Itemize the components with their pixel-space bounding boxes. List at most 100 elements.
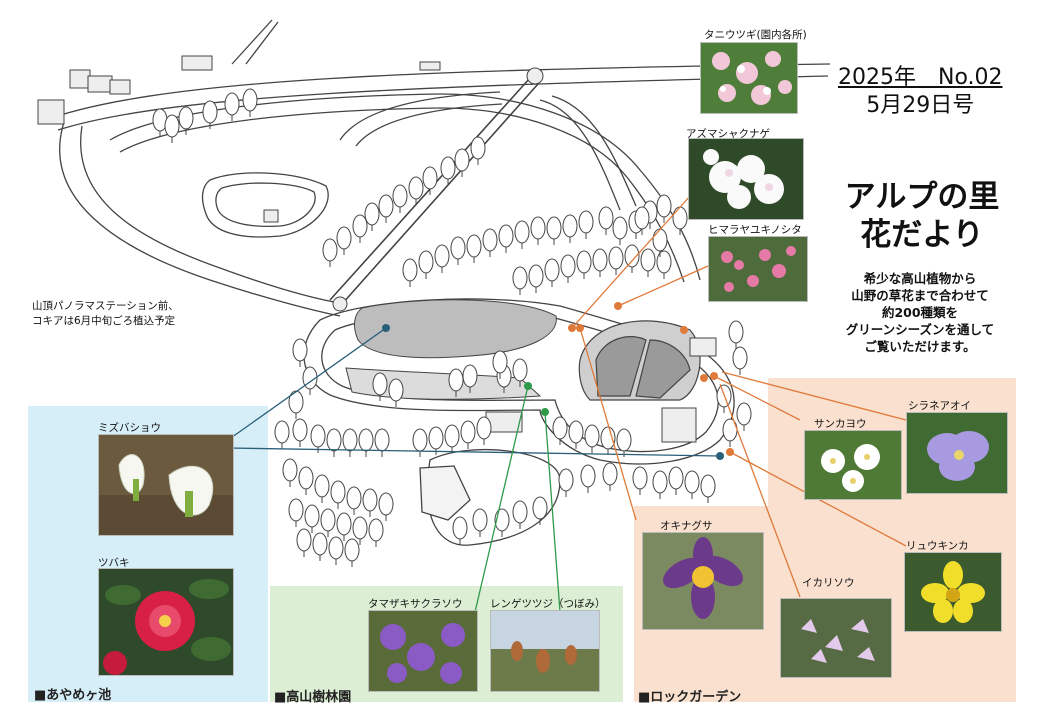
tree-icon xyxy=(482,228,498,252)
photo-shiraneaoi xyxy=(906,412,1008,494)
caption-mizubasho: ミズバショウ xyxy=(98,422,161,434)
caption-ikariso: イカリソウ xyxy=(802,577,855,589)
tree-icon xyxy=(532,496,548,520)
caption-taniutsugi: タニウツギ(園内各所) xyxy=(704,29,807,41)
title-line-2: 花だより xyxy=(860,217,984,253)
photo-taniutsugi xyxy=(700,42,798,114)
tree-icon xyxy=(434,244,450,268)
zone-label-kozan: ■高山樹林園 xyxy=(274,690,352,705)
tree-icon xyxy=(684,470,700,494)
intro-text: 希少な高山植物から 山野の草花まで合わせて 約200種類を グリーンシーズンを通… xyxy=(810,270,1030,355)
tree-icon xyxy=(224,92,240,116)
tree-icon xyxy=(600,426,616,450)
tree-icon xyxy=(466,234,482,258)
tree-icon xyxy=(608,246,624,270)
tree-icon xyxy=(462,364,478,388)
tree-icon xyxy=(358,428,374,452)
tree-icon xyxy=(452,516,468,540)
tree-icon xyxy=(656,194,672,218)
issue-info: 2025年 No.02 5月29日号 xyxy=(838,64,1003,120)
title-line-1: アルプの里 xyxy=(844,179,1000,215)
note-line: コキアは6月中旬ごろ植込予定 xyxy=(32,315,176,327)
tree-icon xyxy=(634,206,650,230)
caption-okinagusa: オキナグサ xyxy=(660,520,713,532)
tree-icon xyxy=(336,226,352,250)
tree-icon xyxy=(672,206,688,230)
tree-icon xyxy=(560,254,576,278)
tree-icon xyxy=(512,266,528,290)
tree-icon xyxy=(320,508,336,532)
tree-icon xyxy=(552,416,568,440)
tree-icon xyxy=(164,114,180,138)
tree-icon xyxy=(322,238,338,262)
caption-shiraneaoi: シラネアオイ xyxy=(908,400,971,412)
tree-icon xyxy=(512,500,528,524)
tree-icon xyxy=(444,424,460,448)
tree-icon xyxy=(578,210,594,234)
building-icons xyxy=(37,55,717,443)
caption-himalaya: ヒマラヤユキノシタ xyxy=(708,224,802,236)
tree-icon xyxy=(368,518,384,542)
tree-icon xyxy=(448,368,464,392)
tree-icon xyxy=(558,468,574,492)
photo-mizubasho xyxy=(98,434,234,536)
tree-icon xyxy=(512,358,528,382)
tree-icon xyxy=(616,428,632,452)
tree-icon xyxy=(328,536,344,560)
tree-icon xyxy=(362,488,378,512)
tree-icon xyxy=(656,250,672,274)
tree-icon xyxy=(460,420,476,444)
intro-line: ご覧いただけます。 xyxy=(864,339,976,354)
location-dots xyxy=(382,302,734,460)
tree-icon xyxy=(310,424,326,448)
intro-line: 約200種類を xyxy=(881,305,959,320)
caption-azuma: アズマシャクナゲ xyxy=(686,128,770,140)
tree-icon xyxy=(450,236,466,260)
tree-icon xyxy=(584,424,600,448)
tree-icon xyxy=(440,156,456,180)
tree-icon xyxy=(728,320,744,344)
tree-icon xyxy=(652,228,668,252)
tree-icon xyxy=(402,258,418,282)
tree-icon xyxy=(378,194,394,218)
kochia-note: 山頂パノラマステーション前、 コキアは6月中旬ごろ植込予定 xyxy=(32,299,179,329)
tree-icon xyxy=(364,202,380,226)
tree-icon xyxy=(304,504,320,528)
tree-icon xyxy=(312,532,328,556)
tree-icon xyxy=(668,466,684,490)
zone-label-ayame: ■あやめヶ池 xyxy=(34,688,112,703)
tree-icon xyxy=(296,528,312,552)
tree-icon xyxy=(298,466,314,490)
tree-icon xyxy=(700,474,716,498)
tree-icon xyxy=(652,470,668,494)
tree-icon xyxy=(352,214,368,238)
tree-icon xyxy=(546,216,562,240)
tree-icon xyxy=(592,248,608,272)
tree-icon xyxy=(288,498,304,522)
photo-ikariso xyxy=(780,598,892,678)
photo-rengetsutsuji xyxy=(490,610,600,692)
tree-icon xyxy=(336,512,352,536)
tree-icon xyxy=(326,428,342,452)
tree-icon xyxy=(392,184,408,208)
tree-icon xyxy=(528,264,544,288)
tree-icon xyxy=(514,220,530,244)
tree-icon xyxy=(428,426,444,450)
photo-tsubaki xyxy=(98,568,234,676)
tree-icon xyxy=(288,390,304,414)
tree-icon xyxy=(530,216,546,240)
tree-icon xyxy=(344,538,360,562)
connector-lines xyxy=(227,195,907,613)
tree-icon xyxy=(388,378,404,402)
caption-tamazaki: タマザキサクラソウ xyxy=(368,598,463,610)
tree-icon xyxy=(372,372,388,396)
tree-icon xyxy=(476,416,492,440)
tree-icon xyxy=(374,428,390,452)
caption-sankayo: サンカヨウ xyxy=(814,418,867,430)
tree-icon xyxy=(342,428,358,452)
tree-icon xyxy=(378,492,394,516)
tree-icon xyxy=(580,464,596,488)
tree-icon xyxy=(408,176,424,200)
photo-himalaya xyxy=(708,236,808,302)
photo-okinagusa xyxy=(642,532,764,630)
